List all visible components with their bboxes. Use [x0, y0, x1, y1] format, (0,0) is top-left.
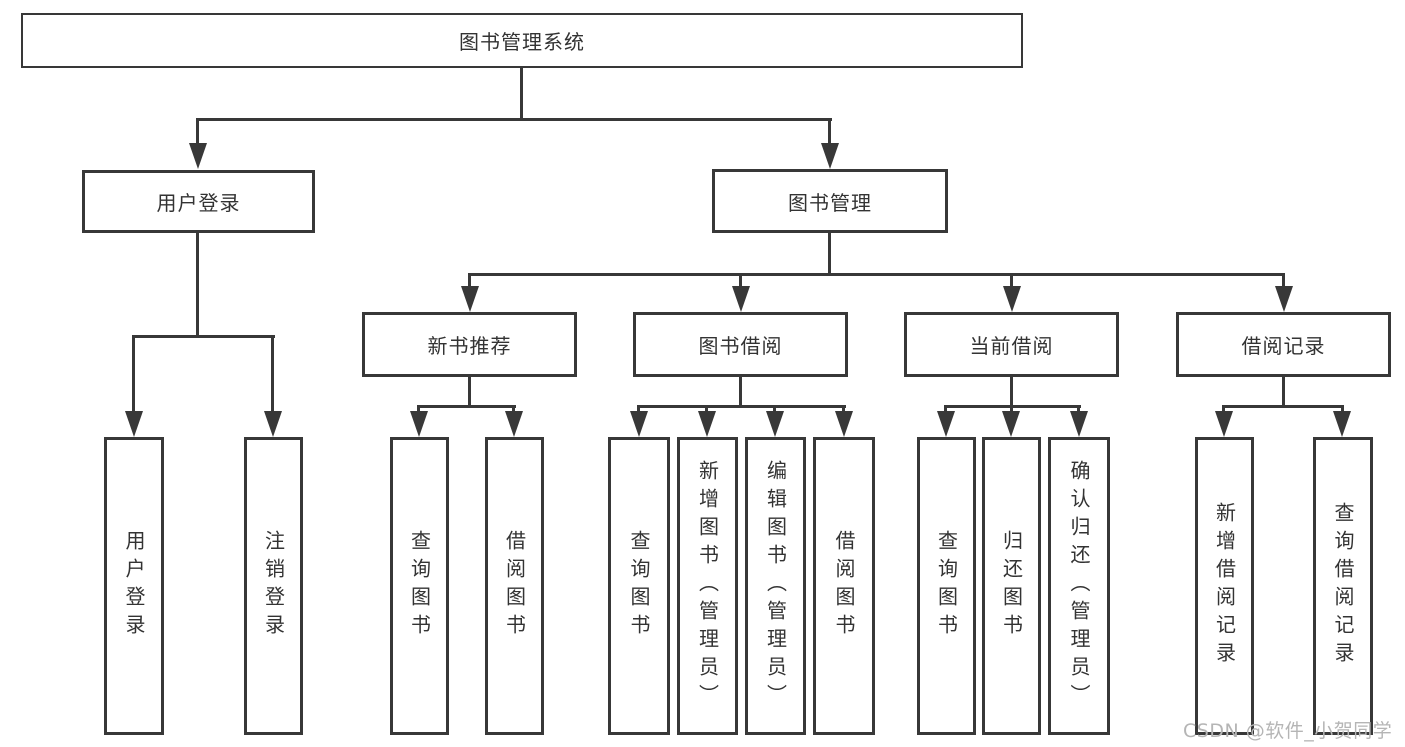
edge-drop-current-borrowing	[1010, 275, 1013, 287]
leaf-label: 借阅图书	[832, 530, 856, 642]
node-label: 新书推荐	[427, 334, 512, 358]
arrow-into-cb-query	[937, 411, 955, 437]
leaf-nbr-query-books: 查询图书	[390, 437, 449, 735]
leaf-label: 归还图书	[999, 530, 1024, 642]
edge-root-stem	[520, 66, 523, 121]
leaf-label: 用户登录	[122, 530, 146, 642]
leaf-label: 确认归还（管理员）	[1067, 460, 1091, 712]
edge-drop-leaf-logout	[271, 337, 274, 412]
edge-current-borrowing-branch	[944, 405, 1081, 408]
arrow-into-bb-edit	[766, 411, 784, 437]
edge-drop-bb-borrow	[842, 407, 845, 413]
leaf-nbr-borrow-books: 借阅图书	[485, 437, 544, 735]
edge-drop-cb-confirm	[1077, 407, 1080, 413]
leaf-label: 编辑图书（管理员）	[763, 460, 788, 712]
arrow-into-cb-confirm	[1070, 411, 1088, 437]
arrow-into-br-add	[1215, 411, 1233, 437]
leaf-user-login: 用户登录	[104, 437, 164, 735]
edge-drop-book-borrowing	[739, 275, 742, 287]
edge-drop-user-login	[196, 120, 199, 144]
node-label: 图书管理	[788, 190, 872, 215]
edge-drop-cb-query	[944, 407, 947, 413]
leaf-label: 查询借阅记录	[1331, 502, 1355, 670]
leaf-label: 查询图书	[934, 530, 959, 642]
node-label: 图书管理系统	[459, 30, 585, 54]
node-current-borrowing: 当前借阅	[904, 312, 1119, 377]
edge-new-book-recommend-branch	[417, 405, 516, 408]
arrow-into-leaf-logout	[264, 411, 282, 437]
edge-book-borrowing-stem	[739, 377, 742, 408]
leaf-label: 新增借阅记录	[1212, 502, 1237, 670]
arrow-into-cb-return	[1002, 411, 1020, 437]
edge-drop-borrowing-records	[1282, 275, 1285, 287]
edge-root-branch	[196, 118, 832, 121]
edge-drop-br-add	[1222, 407, 1225, 413]
leaf-logout: 注销登录	[244, 437, 303, 735]
leaf-bb-query-books: 查询图书	[608, 437, 670, 735]
arrow-into-current-borrowing	[1003, 286, 1021, 312]
edge-drop-bb-query	[637, 407, 640, 413]
arrow-into-bb-query	[630, 411, 648, 437]
edge-drop-bb-edit	[773, 407, 776, 413]
edge-book-management-stem	[828, 233, 831, 276]
leaf-cb-confirm-return-admin: 确认归还（管理员）	[1048, 437, 1110, 735]
edge-drop-new-book-recommend	[468, 275, 471, 287]
leaf-label: 借阅图书	[502, 530, 527, 642]
leaf-br-query-record: 查询借阅记录	[1313, 437, 1373, 735]
leaf-br-add-record: 新增借阅记录	[1195, 437, 1254, 735]
csdn-watermark: CSDN @软件_小贺同学	[1183, 720, 1393, 742]
edge-user-login-stem	[196, 233, 199, 338]
arrow-into-nbr-borrow	[505, 411, 523, 437]
edge-user-login-branch	[132, 335, 275, 338]
node-borrowing-records: 借阅记录	[1176, 312, 1391, 377]
edge-borrowing-records-branch	[1222, 405, 1344, 408]
leaf-bb-add-books-admin: 新增图书（管理员）	[677, 437, 738, 735]
edge-drop-nbr-borrow	[512, 407, 515, 413]
leaf-label: 注销登录	[261, 530, 286, 642]
leaf-cb-return-books: 归还图书	[982, 437, 1041, 735]
node-book-management: 图书管理	[712, 169, 948, 233]
leaf-cb-query-books: 查询图书	[917, 437, 976, 735]
arrow-into-bb-add	[698, 411, 716, 437]
arrow-into-user-login	[189, 143, 207, 169]
edge-drop-bb-add	[705, 407, 708, 413]
arrow-into-book-borrowing	[732, 286, 750, 312]
node-label: 借阅记录	[1241, 334, 1326, 358]
edge-borrowing-records-stem	[1282, 377, 1285, 408]
arrow-into-bb-borrow	[835, 411, 853, 437]
node-label: 图书借阅	[698, 334, 783, 358]
node-label: 当前借阅	[969, 334, 1054, 358]
leaf-bb-edit-books-admin: 编辑图书（管理员）	[745, 437, 806, 735]
node-library-management-system: 图书管理系统	[21, 13, 1023, 68]
leaf-label: 新增图书（管理员）	[695, 460, 720, 712]
edge-current-borrowing-stem	[1010, 377, 1013, 412]
node-user-login: 用户登录	[82, 170, 315, 233]
edge-new-book-recommend-stem	[468, 377, 471, 408]
edge-drop-br-query	[1341, 407, 1344, 413]
arrow-into-borrowing-records	[1275, 286, 1293, 312]
node-new-book-recommend: 新书推荐	[362, 312, 577, 377]
arrow-into-new-book-recommend	[461, 286, 479, 312]
edge-book-management-branch	[468, 273, 1285, 276]
edge-drop-leaf-user-login	[132, 337, 135, 412]
arrow-into-leaf-user-login	[125, 411, 143, 437]
leaf-bb-borrow-books: 借阅图书	[813, 437, 875, 735]
edge-book-borrowing-branch	[637, 405, 846, 408]
leaf-label: 查询图书	[627, 530, 651, 642]
arrow-into-nbr-query	[410, 411, 428, 437]
node-label: 用户登录	[156, 191, 241, 215]
arrow-into-br-query	[1333, 411, 1351, 437]
leaf-label: 查询图书	[407, 530, 432, 642]
arrow-into-book-management	[821, 143, 839, 169]
edge-drop-nbr-query	[417, 407, 420, 413]
edge-drop-book-management	[828, 120, 831, 144]
node-book-borrowing: 图书借阅	[633, 312, 848, 377]
